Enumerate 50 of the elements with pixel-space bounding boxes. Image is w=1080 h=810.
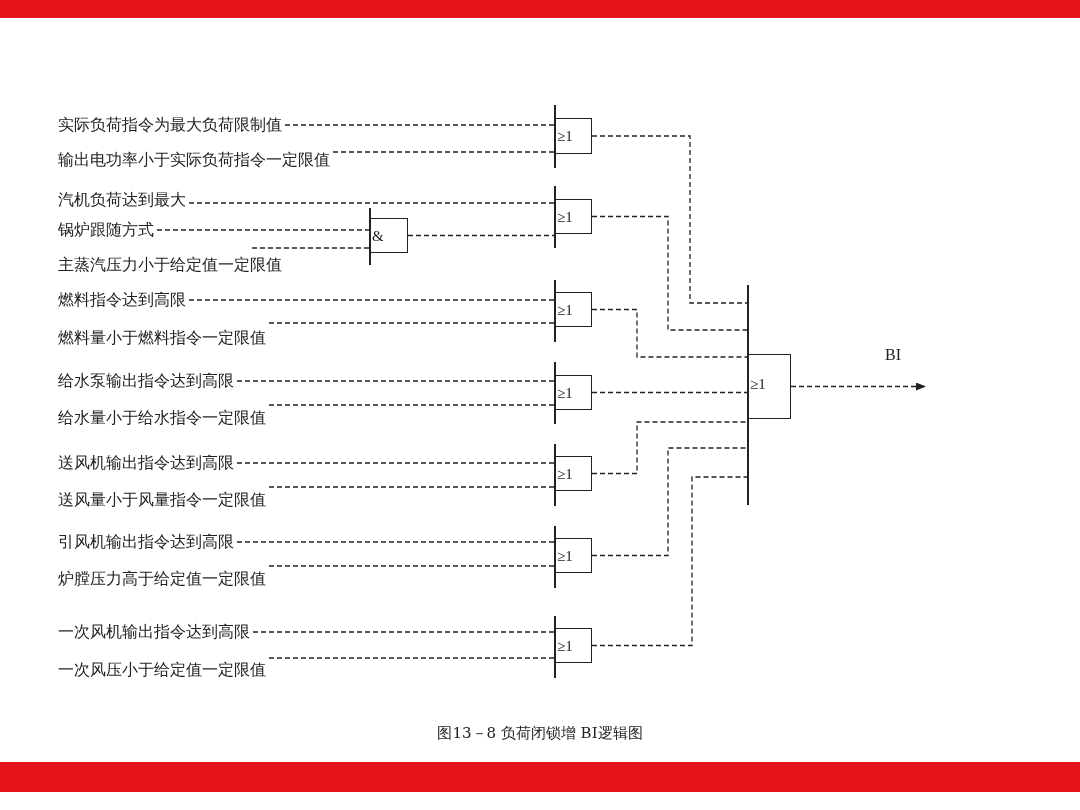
condition-label: 一次风机输出指令达到高限 — [58, 622, 250, 642]
signal-line — [591, 421, 749, 475]
condition-label: 输出电功率小于实际负荷指令一定限值 — [58, 150, 330, 170]
signal-line — [236, 462, 556, 464]
condition-label: 给水量小于给水指令一定限值 — [58, 408, 266, 428]
logic-gate: ≥1 — [748, 354, 791, 419]
condition-label: 汽机负荷达到最大 — [58, 190, 186, 210]
signal-line — [591, 135, 749, 304]
logic-gate: ≥1 — [555, 456, 592, 491]
arrow — [790, 382, 926, 391]
logic-gate: ≥1 — [555, 375, 592, 410]
signal-line — [268, 404, 556, 406]
signal-line — [156, 229, 371, 231]
signal-line — [251, 247, 371, 249]
signal-line — [284, 124, 556, 126]
signal-line — [268, 322, 556, 324]
condition-label: 送风量小于风量指令一定限值 — [58, 490, 266, 510]
condition-label: 送风机输出指令达到高限 — [58, 453, 234, 473]
signal-line — [268, 486, 556, 488]
signal-line — [591, 476, 749, 647]
condition-label: 燃料指令达到高限 — [58, 290, 186, 310]
signal-line — [332, 151, 556, 153]
signal-line — [591, 308, 749, 358]
logic-gate: ≥1 — [555, 199, 592, 234]
logic-gate: ≥1 — [555, 628, 592, 663]
condition-label: 锅炉跟随方式 — [58, 220, 154, 240]
condition-label: 实际负荷指令为最大负荷限制值 — [58, 115, 282, 135]
signal-line — [268, 565, 556, 567]
condition-label: 给水泵输出指令达到高限 — [58, 371, 234, 391]
signal-line — [236, 541, 556, 543]
signal-line — [591, 447, 749, 557]
signal-line — [591, 215, 749, 331]
logic-gate: ≥1 — [555, 538, 592, 573]
signal-line — [252, 631, 556, 633]
logic-gate: & — [370, 218, 408, 253]
condition-label: 炉膛压力高于给定值一定限值 — [58, 569, 266, 589]
output-label: BI — [885, 345, 901, 365]
signal-line — [188, 202, 556, 204]
condition-label: 一次风压小于给定值一定限值 — [58, 660, 266, 680]
logic-gate: ≥1 — [555, 292, 592, 327]
signal-line — [407, 234, 556, 237]
condition-label: 引风机输出指令达到高限 — [58, 532, 234, 552]
signal-line — [268, 657, 556, 659]
caption: 图13－8 负荷闭锁增 BI逻辑图 — [437, 724, 643, 742]
signal-line — [188, 299, 556, 301]
condition-label: 燃料量小于燃料指令一定限值 — [58, 328, 266, 348]
condition-label: 主蒸汽压力小于给定值一定限值 — [58, 255, 282, 275]
logic-gate: ≥1 — [555, 118, 592, 154]
signal-line — [236, 380, 556, 382]
signal-line — [591, 391, 749, 394]
